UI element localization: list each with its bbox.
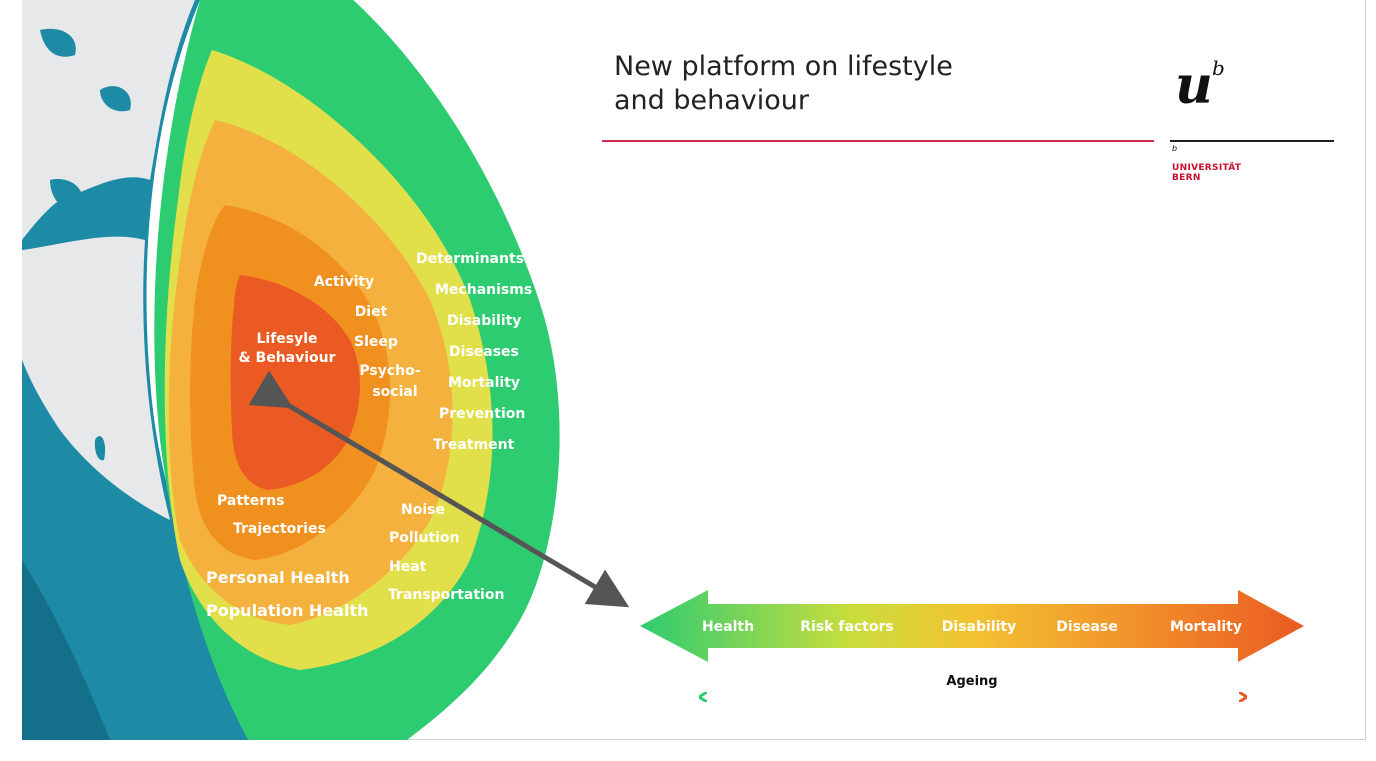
patterns-label: Patterns bbox=[217, 493, 284, 509]
outcome-treatment: Treatment bbox=[433, 437, 515, 453]
factor-social: social bbox=[372, 384, 417, 400]
stage-risk-factors: Risk factors bbox=[800, 619, 893, 635]
factor-psycho: Psycho- bbox=[359, 363, 420, 379]
earth-land-4 bbox=[100, 86, 131, 112]
factor-sleep: Sleep bbox=[354, 334, 398, 350]
earth-land-3 bbox=[40, 28, 76, 57]
logo-small-b: b bbox=[1172, 144, 1178, 153]
env-transportation: Transportation bbox=[388, 587, 504, 603]
outcome-prevention: Prevention bbox=[439, 406, 525, 422]
core-label-line1: Lifesyle bbox=[256, 331, 317, 347]
population-health-label: Population Health bbox=[206, 601, 369, 620]
factor-activity: Activity bbox=[314, 274, 374, 290]
ageing-label: Ageing bbox=[946, 674, 997, 689]
logo-rule bbox=[1170, 140, 1334, 142]
spectrum-arrow bbox=[640, 590, 1304, 662]
university-name-line-1: UNIVERSITÄT bbox=[1172, 163, 1242, 173]
core-label-line2: & Behaviour bbox=[238, 350, 335, 366]
env-heat: Heat bbox=[389, 559, 427, 575]
earth-land-2 bbox=[22, 236, 170, 520]
factor-diet: Diet bbox=[355, 304, 388, 320]
title-underline bbox=[602, 140, 1154, 142]
title-line-2: and behaviour bbox=[614, 85, 809, 116]
outcome-diseases: Diseases bbox=[449, 344, 519, 360]
slide-title: New platform on lifestyle and behaviour bbox=[614, 50, 953, 118]
university-logo-superscript: b bbox=[1212, 56, 1225, 80]
connector-arrow bbox=[248, 370, 630, 608]
env-noise: Noise bbox=[401, 502, 445, 518]
stage-disability: Disability bbox=[942, 619, 1016, 635]
stage-mortality: Mortality bbox=[1170, 619, 1242, 635]
personal-health-label: Personal Health bbox=[206, 568, 350, 587]
title-line-1: New platform on lifestyle bbox=[614, 51, 953, 82]
university-name: UNIVERSITÄT BERN bbox=[1172, 163, 1241, 183]
outcome-disability: Disability bbox=[447, 313, 521, 329]
trajectories-label: Trajectories bbox=[233, 521, 326, 537]
outcome-mortality: Mortality bbox=[448, 375, 520, 391]
outcome-determinants: Determinants bbox=[416, 251, 524, 267]
stage-disease: Disease bbox=[1056, 619, 1118, 635]
university-logo-mark: u bbox=[1175, 55, 1213, 116]
earth-land-5 bbox=[50, 179, 83, 211]
earth-land-6 bbox=[94, 436, 106, 461]
outcome-mechanisms: Mechanisms bbox=[435, 282, 532, 298]
env-pollution: Pollution bbox=[389, 530, 460, 546]
earth-ocean-shade bbox=[22, 560, 110, 740]
stage-health: Health bbox=[702, 619, 754, 635]
university-name-line-2: BERN bbox=[1172, 173, 1201, 183]
